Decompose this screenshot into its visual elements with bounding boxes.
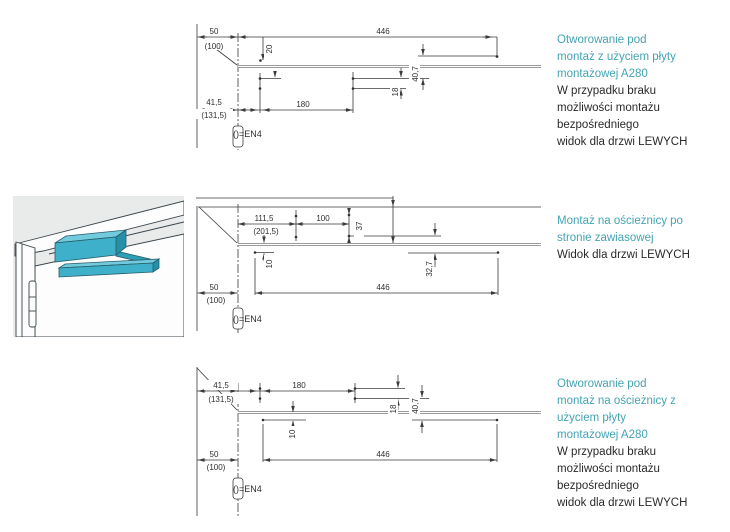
dim-label: (201,5) [253, 227, 279, 236]
caption-line: możliwości montażu [557, 463, 660, 475]
caption-line: bezpośredniego [557, 119, 639, 131]
dimension-labels: 41,5 (131,5) 180 18 40,7 10 50 (100) 446 [207, 381, 420, 472]
technical-drawing-top: 50 (100) 446 20 40,7 18 180 41,5 (131,5)… [196, 24, 541, 150]
dim-label: 20 [265, 44, 274, 53]
caption-line: widok dla drzwi LEWYCH [557, 497, 688, 509]
caption-line: Montaż na ościeżnicy po [557, 215, 683, 227]
caption-line: bezpośredniego [557, 480, 639, 492]
dim-label: 37 [355, 221, 364, 230]
dim-label: 18 [389, 404, 398, 413]
dim-label: 10 [288, 429, 297, 438]
dim-label: 40,7 [411, 66, 420, 82]
drill-holes [258, 387, 499, 422]
en4-note: ()=EN4 [233, 484, 262, 494]
hinge-symbol [232, 477, 244, 500]
caption-line: montażowej A280 [557, 429, 648, 441]
technical-drawing-bottom: 41,5 (131,5) 180 18 40,7 10 50 (100) 446… [196, 367, 541, 518]
drill-holes [253, 213, 500, 254]
caption-bottom: Otworowanie pod montaż na ościeżnicy z u… [557, 376, 725, 512]
frame-outline [196, 197, 541, 334]
caption-line: W przypadku braku [557, 85, 657, 97]
dim-label: 111,5 [255, 214, 274, 223]
en4-note: ()=EN4 [233, 314, 262, 324]
caption-line: montaż na ościeżnicy z [557, 395, 676, 407]
technical-drawing-middle: 111,5 (201,5) 100 37 10 32,7 50 (100) 44… [196, 196, 541, 334]
dim-label: 180 [292, 381, 306, 390]
dim-label: 180 [296, 100, 310, 109]
hinge [28, 280, 37, 328]
caption-line: W przypadku braku [557, 446, 657, 458]
dim-label: 10 [265, 259, 274, 268]
drill-holes [258, 55, 499, 90]
caption-line: Otworowanie pod [557, 34, 647, 46]
dim-label: 32,7 [425, 261, 434, 277]
caption-middle: Montaż na ościeżnicy po stronie zawiasow… [557, 213, 725, 264]
dim-label: 100 [316, 214, 330, 223]
caption-line: Otworowanie pod [557, 378, 647, 390]
en4-note: ()=EN4 [233, 129, 262, 139]
dim-label: 41,5 [213, 381, 229, 390]
caption-line: użyciem płyty [557, 412, 627, 424]
dimension-lines [197, 35, 498, 113]
dimension-labels: 50 (100) 446 20 40,7 18 180 41,5 (131,5) [201, 27, 420, 120]
dim-label: (100) [207, 463, 226, 472]
dim-label: 50 [210, 450, 219, 459]
dim-label: 446 [376, 450, 390, 459]
dimension-labels: 111,5 (201,5) 100 37 10 32,7 50 (100) 44… [207, 214, 434, 305]
dim-label: (100) [205, 42, 224, 51]
caption-line: montaż z użyciem płyty [557, 51, 676, 63]
dim-label: (100) [207, 296, 226, 305]
dim-label: 446 [376, 283, 390, 292]
caption-line: montażowej A280 [557, 68, 648, 80]
dim-label: (131,5) [201, 111, 227, 120]
dim-label: 18 [391, 87, 400, 96]
hinge-symbol [232, 125, 244, 148]
dim-label: (131,5) [208, 395, 234, 404]
slide-rail-front [58, 262, 154, 278]
caption-line: stronie zawiasowej [557, 232, 654, 244]
dim-label: 50 [210, 283, 219, 292]
dim-label: 41,5 [206, 98, 222, 107]
dimension-lines [197, 375, 498, 462]
closer-body-front [54, 236, 117, 263]
door-closer [54, 229, 161, 278]
hinge-symbol [232, 307, 244, 330]
dim-label: 50 [210, 27, 219, 36]
dim-label: 446 [376, 27, 390, 36]
caption-line: widok dla drzwi LEWYCH [557, 136, 688, 148]
door-closer-3d-illustration [13, 196, 184, 337]
dim-label: 40,7 [411, 398, 420, 414]
caption-line: możliwości montażu [557, 102, 660, 114]
caption-line: Widok dla drzwi LEWYCH [557, 249, 690, 261]
caption-top: Otworowanie pod montaż z użyciem płyty m… [557, 32, 725, 151]
